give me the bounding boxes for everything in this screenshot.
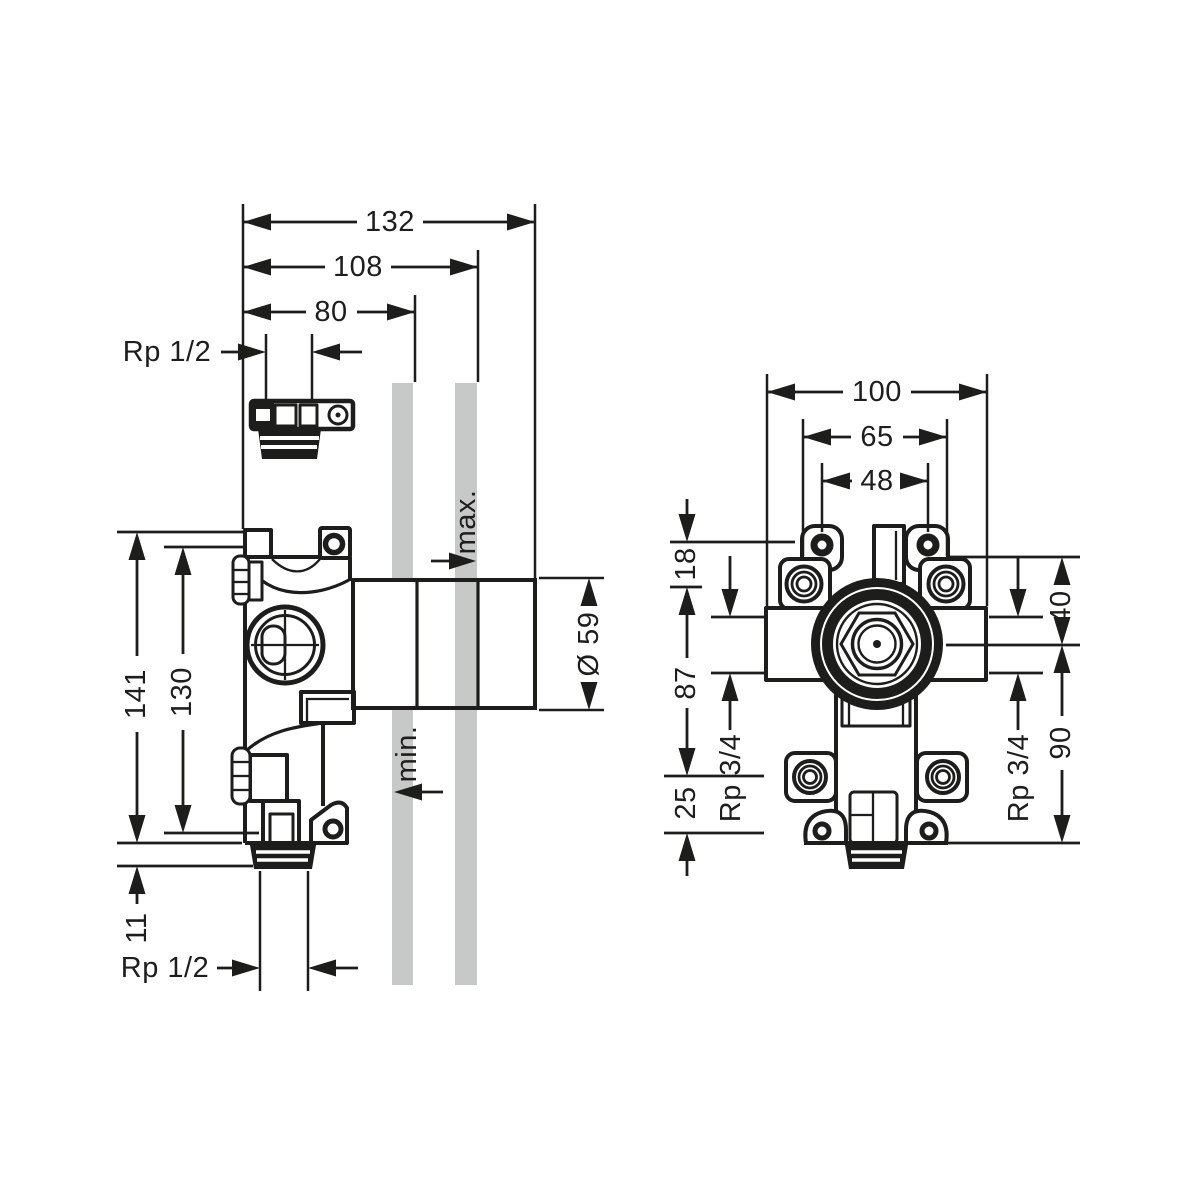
dim-d59-label: Ø 59 — [573, 612, 605, 677]
dim-90: 90 — [940, 645, 1080, 845]
top-tab — [872, 524, 906, 586]
wall-layers — [353, 383, 535, 985]
dim-rp34-left: Rp 3/4 — [711, 556, 765, 822]
dim-65-label: 65 — [860, 421, 893, 453]
top-thread-nipple — [258, 429, 321, 459]
dim-80-label: 80 — [314, 296, 347, 328]
dim-11-label: 11 — [121, 912, 153, 943]
mid-lug — [299, 690, 356, 725]
dim-132: 132 — [241, 204, 537, 578]
dim-18: 18 — [670, 499, 795, 589]
dim-100: 100 — [765, 374, 989, 606]
upper-left-port — [784, 564, 824, 604]
dim-90-label: 90 — [1045, 726, 1077, 759]
dim-48: 48 — [820, 463, 930, 532]
left-screw-hole — [810, 533, 834, 557]
lower-right-port — [925, 759, 961, 795]
bottom-thread-nut — [250, 845, 316, 869]
dim-40: 40 — [946, 555, 1080, 647]
side-view-valve-body — [230, 526, 356, 869]
dim-100-label: 100 — [852, 376, 902, 408]
dim-65: 65 — [801, 419, 949, 556]
front-bottom-nut — [845, 845, 908, 869]
dim-48-label: 48 — [860, 465, 893, 497]
wall-max-layer — [455, 383, 477, 985]
function-sleeve — [351, 578, 537, 710]
wall-max-label: max. — [450, 490, 482, 555]
dim-25: 25 — [664, 786, 764, 876]
upper-pipe-clamp — [231, 554, 251, 606]
dim-130: 130 — [164, 545, 259, 835]
dim-108-label: 108 — [333, 251, 383, 283]
central-cartridge-ring — [811, 578, 943, 710]
top-elbow-component — [248, 398, 356, 459]
top-fixing-hole — [322, 532, 346, 556]
dim-rp12-top-label: Rp 1/2 — [123, 336, 211, 368]
annotation-min: min. — [391, 726, 443, 801]
dim-11: 11 — [117, 864, 253, 944]
dim-132-label: 132 — [365, 206, 415, 238]
sleeve-fill — [353, 580, 535, 708]
front-view-valve-body — [764, 524, 988, 869]
front-view: 100 65 48 18 — [664, 374, 1080, 876]
dim-80: 80 — [243, 295, 417, 382]
dim-141-label: 141 — [120, 669, 152, 719]
annotation-max: max. — [431, 490, 482, 570]
dim-25-label: 25 — [670, 786, 702, 819]
dim-rp34-left-label: Rp 3/4 — [715, 734, 747, 822]
side-view: 132 108 80 Rp 1/2 — [117, 204, 605, 991]
dim-d59: Ø 59 — [539, 576, 605, 712]
dim-rp12-top: Rp 1/2 — [123, 334, 362, 399]
dim-108: 108 — [243, 250, 480, 382]
dim-rp34-right: Rp 3/4 — [989, 556, 1043, 822]
dim-18-label: 18 — [670, 547, 702, 580]
dim-rp34-right-label: Rp 3/4 — [1003, 734, 1035, 822]
upper-right-port — [926, 564, 966, 604]
bottom-fixing-hole — [322, 818, 344, 840]
wall-min-label: min. — [391, 726, 423, 783]
right-screw-hole — [916, 533, 940, 557]
dim-130-label: 130 — [166, 667, 198, 717]
dim-87-label: 87 — [670, 666, 702, 699]
dim-87: 87 — [664, 587, 764, 778]
dim-rp12-bottom-label: Rp 1/2 — [121, 952, 209, 984]
lower-left-port — [792, 759, 828, 795]
dim-141: 141 — [117, 530, 244, 845]
hex-nut-icon — [839, 611, 915, 677]
dim-rp12-bottom: Rp 1/2 — [121, 871, 358, 991]
